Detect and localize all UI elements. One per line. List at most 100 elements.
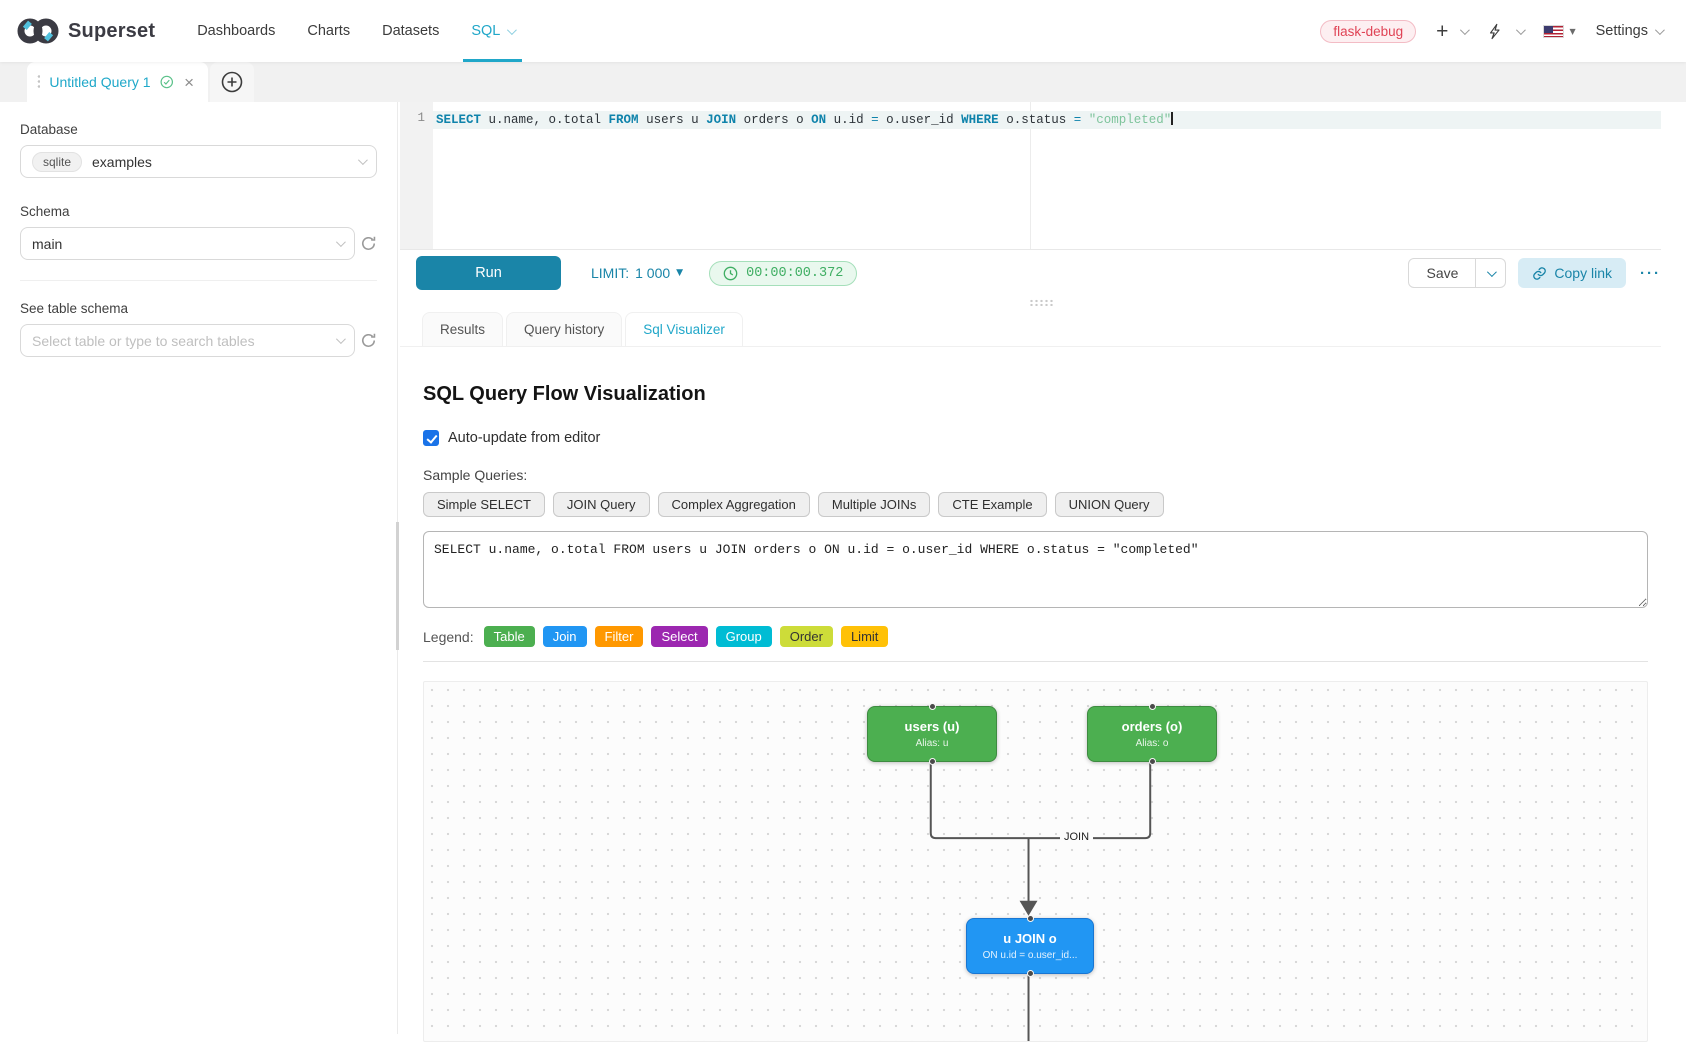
run-button[interactable]: Run	[416, 256, 561, 290]
query-search-button[interactable]	[1487, 23, 1523, 40]
schema-value: main	[32, 236, 62, 252]
new-item-button[interactable]: +	[1436, 21, 1467, 42]
timer-value: 00:00:00.372	[746, 266, 843, 281]
sample-cte-example-button[interactable]: CTE Example	[938, 492, 1046, 517]
legend-chip-join: Join	[543, 626, 587, 647]
chevron-down-icon	[358, 155, 368, 165]
auto-update-row[interactable]: Auto-update from editor	[423, 430, 1648, 446]
plus-icon: +	[1436, 21, 1448, 42]
editor-code-area[interactable]: SELECT u.name, o.total FROM users u JOIN…	[433, 102, 1661, 249]
legend-chip-group: Group	[716, 626, 772, 647]
copy-link-button[interactable]: Copy link	[1518, 258, 1626, 288]
infinity-logo-icon	[16, 16, 60, 46]
save-dropdown-button[interactable]	[1476, 258, 1506, 288]
nav-sql[interactable]: SQL	[455, 0, 530, 62]
close-tab-icon[interactable]: ×	[184, 74, 194, 91]
sql-visualizer-pane: SQL Query Flow Visualization Auto-update…	[423, 347, 1648, 1034]
table-select[interactable]: Select table or type to search tables	[20, 324, 355, 357]
node-handle[interactable]	[1027, 915, 1034, 922]
editor-toolbar: Run LIMIT: 1 000 ▼ 00:00:00.372 Save	[400, 249, 1661, 296]
join-edge-label: JOIN	[1060, 830, 1093, 844]
node-handle[interactable]	[1027, 970, 1034, 977]
flow-node-users[interactable]: users (u) Alias: u	[867, 706, 997, 762]
viz-title: SQL Query Flow Visualization	[423, 383, 1648, 406]
sql-code-line: SELECT u.name, o.total FROM users u JOIN…	[433, 111, 1661, 129]
tab-query-history[interactable]: Query history	[506, 312, 622, 346]
viz-divider	[423, 661, 1648, 662]
content-row: Database sqlite examples Schema main See…	[0, 102, 1686, 1034]
chevron-down-icon	[507, 25, 517, 35]
superset-logo[interactable]: Superset	[16, 16, 155, 46]
chevron-down-icon	[1516, 25, 1526, 35]
sample-union-query-button[interactable]: UNION Query	[1055, 492, 1164, 517]
legend-chip-filter: Filter	[595, 626, 644, 647]
flow-node-join[interactable]: u JOIN o ON u.id = o.user_id...	[966, 918, 1094, 974]
legend-chip-table: Table	[484, 626, 535, 647]
us-flag-icon	[1543, 25, 1564, 38]
node-handle[interactable]	[1149, 758, 1156, 765]
sample-query-buttons: Simple SELECT JOIN Query Complex Aggrega…	[423, 492, 1648, 517]
pane-resize-grip[interactable]	[1029, 299, 1055, 306]
schema-label: Schema	[20, 204, 377, 219]
nav-charts[interactable]: Charts	[291, 0, 366, 62]
caret-down-icon: ▼	[1569, 27, 1575, 36]
table-schema-label: See table schema	[20, 301, 377, 316]
node-handle[interactable]	[929, 703, 936, 710]
legend-chip-order: Order	[780, 626, 833, 647]
chevron-down-icon	[336, 237, 346, 247]
flow-canvas[interactable]: users (u) Alias: u orders (o) Alias: o J…	[423, 681, 1648, 1042]
flow-node-orders[interactable]: orders (o) Alias: o	[1087, 706, 1217, 762]
more-menu-button[interactable]: ···	[1640, 265, 1661, 282]
query-tab-title: Untitled Query 1	[49, 74, 150, 90]
nav-dashboards[interactable]: Dashboards	[181, 0, 291, 62]
node-handle[interactable]	[929, 758, 936, 765]
query-tabstrip: Untitled Query 1 ×	[0, 62, 1686, 102]
sample-join-query-button[interactable]: JOIN Query	[553, 492, 650, 517]
database-engine-badge: sqlite	[32, 152, 82, 172]
auto-update-checkbox[interactable]	[423, 430, 439, 446]
nav-datasets[interactable]: Datasets	[366, 0, 455, 62]
sample-simple-select-button[interactable]: Simple SELECT	[423, 492, 545, 517]
sample-queries-label: Sample Queries:	[423, 467, 1648, 483]
text-cursor	[1171, 112, 1173, 125]
refresh-tables-icon[interactable]	[360, 332, 377, 349]
table-select-placeholder: Select table or type to search tables	[32, 333, 255, 349]
main-nav: Dashboards Charts Datasets SQL	[181, 0, 530, 62]
auto-update-label: Auto-update from editor	[448, 430, 600, 446]
save-split-button: Save	[1408, 258, 1506, 288]
tab-sql-visualizer[interactable]: Sql Visualizer	[625, 312, 743, 346]
query-tab-active[interactable]: Untitled Query 1 ×	[27, 62, 208, 102]
sidebar-divider	[20, 280, 377, 281]
query-text-input[interactable]: SELECT u.name, o.total FROM users u JOIN…	[423, 531, 1648, 608]
limit-dropdown[interactable]: LIMIT: 1 000 ▼	[591, 265, 683, 281]
schema-select[interactable]: main	[20, 227, 355, 260]
plus-circle-icon	[221, 71, 243, 93]
limit-label: LIMIT:	[591, 265, 629, 281]
chevron-down-icon	[1487, 267, 1497, 277]
top-navbar: Superset Dashboards Charts Datasets SQL …	[0, 0, 1686, 62]
database-select[interactable]: sqlite examples	[20, 145, 377, 178]
language-picker[interactable]: ▼	[1543, 25, 1575, 38]
sql-editor[interactable]: 1 SELECT u.name, o.total FROM users u JO…	[400, 102, 1661, 249]
chevron-down-icon	[1655, 25, 1665, 35]
sample-complex-aggregation-button[interactable]: Complex Aggregation	[658, 492, 810, 517]
drag-handle-icon[interactable]	[37, 74, 40, 90]
sqllab-sidebar: Database sqlite examples Schema main See…	[0, 102, 398, 1034]
environment-badge: flask-debug	[1320, 20, 1416, 43]
query-timer: 00:00:00.372	[709, 261, 857, 286]
flow-edges	[424, 682, 1647, 1041]
link-icon	[1532, 266, 1547, 281]
legend-chip-limit: Limit	[841, 626, 888, 647]
settings-menu[interactable]: Settings	[1596, 23, 1662, 39]
node-handle[interactable]	[1149, 703, 1156, 710]
save-button[interactable]: Save	[1408, 258, 1476, 288]
navbar-right: flask-debug + ▼ Settings	[1320, 20, 1662, 43]
tab-results[interactable]: Results	[422, 312, 503, 346]
sample-multiple-joins-button[interactable]: Multiple JOINs	[818, 492, 931, 517]
sqllab-main: 1 SELECT u.name, o.total FROM users u JO…	[398, 102, 1686, 1034]
legend-row: Legend: Table Join Filter Select Group O…	[423, 626, 1648, 647]
line-number: 1	[417, 111, 425, 125]
new-query-tab-button[interactable]	[210, 62, 254, 102]
lightning-icon	[1487, 23, 1504, 40]
refresh-schema-icon[interactable]	[360, 235, 377, 252]
